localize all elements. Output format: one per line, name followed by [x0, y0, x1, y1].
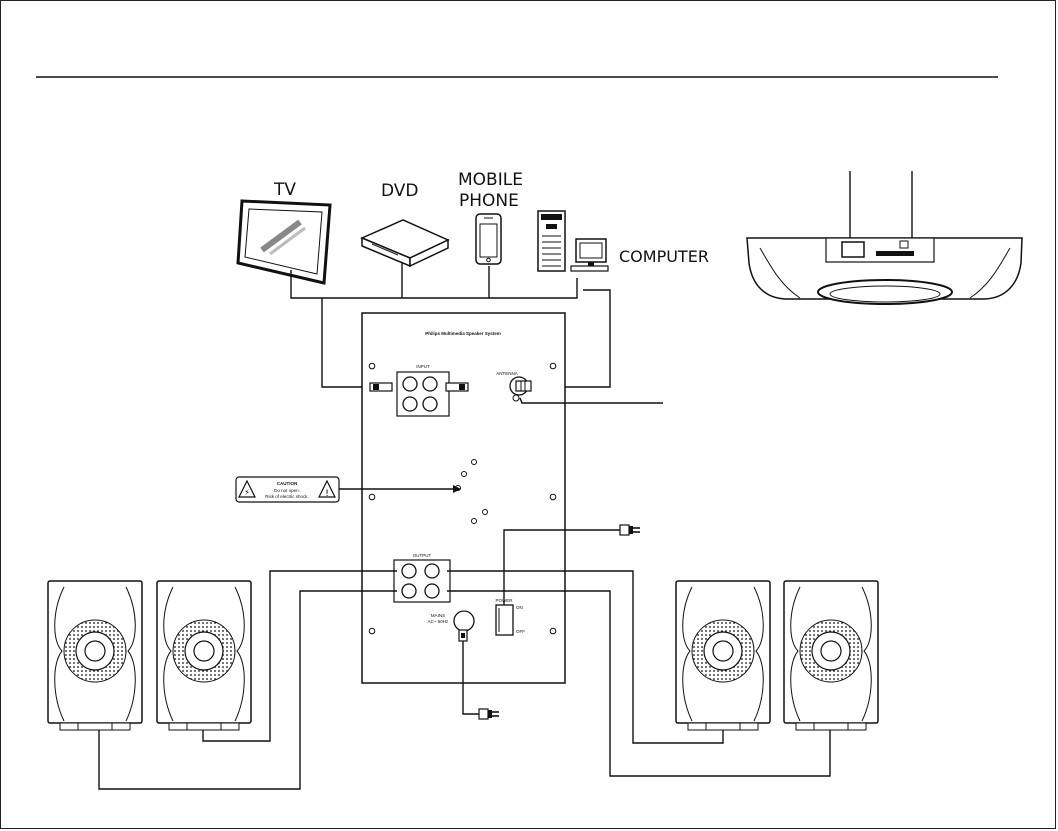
plug-icon [479, 709, 499, 719]
antenna-label: ANTENNA [496, 371, 518, 376]
tv-icon [238, 201, 330, 283]
svg-text:!: ! [325, 489, 329, 499]
power-switch [496, 605, 513, 635]
mobile-label-line1: MOBILE [458, 170, 523, 190]
power-on-label: ON [516, 605, 523, 610]
mains-label-line1: MAINS [431, 613, 445, 618]
caution-line2: Risk of electric shock. [265, 494, 309, 499]
output-label: OUTPUT [413, 553, 432, 558]
svg-text:⚡: ⚡ [244, 488, 250, 497]
mobile-label-line2: PHONE [459, 191, 519, 211]
mobile-phone-icon [476, 214, 501, 264]
speaker-icon [676, 581, 770, 730]
mains-label-line2: AC~ 50Hz [428, 619, 449, 624]
plug-icon [620, 525, 640, 535]
input-label: INPUT [416, 364, 430, 369]
dvd-player-icon [362, 220, 448, 266]
speaker-icon [48, 581, 142, 730]
power-off-label: OFF [516, 629, 525, 634]
output-jacks [394, 560, 450, 602]
dvd-label: DVD [381, 181, 419, 201]
panel-title: Philips Multimedia Speaker System [425, 331, 501, 336]
main-unit-top-view [747, 171, 1022, 304]
speaker-icon [784, 581, 878, 730]
tv-label: TV [273, 180, 296, 200]
monitor-icon [571, 239, 608, 271]
computer-tower-icon [538, 211, 565, 271]
caution-line1: Do not open. [274, 488, 300, 493]
computer-label: COMPUTER [619, 247, 709, 266]
caution-title: CAUTION [277, 481, 298, 486]
speaker-icon [157, 581, 251, 730]
